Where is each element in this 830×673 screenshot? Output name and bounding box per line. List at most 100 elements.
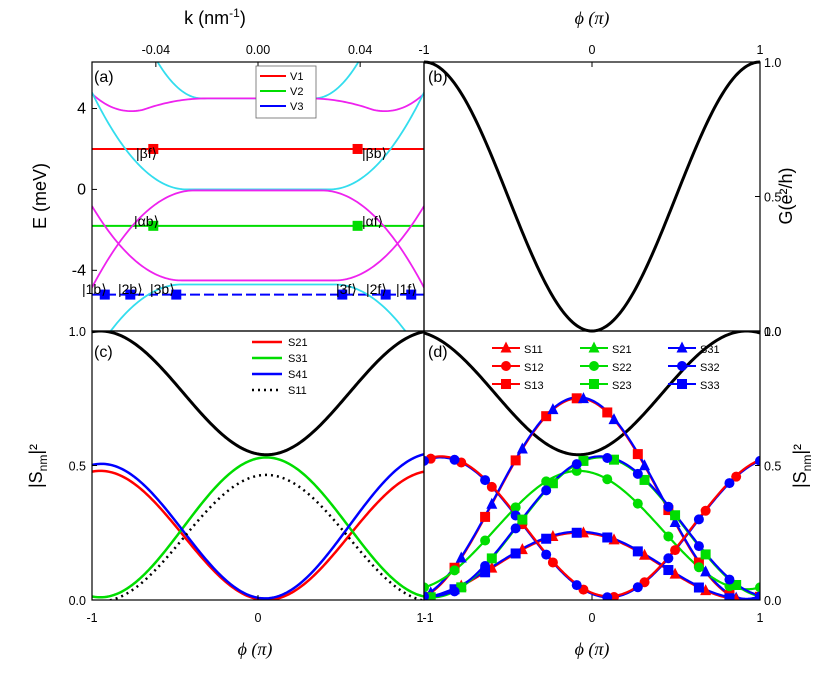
- x-tick-label: 0.04: [348, 43, 372, 57]
- top-left-xlabel: k (nm-1): [184, 6, 246, 28]
- data-marker: [700, 549, 711, 560]
- data-marker: [602, 532, 613, 543]
- data-marker: [731, 471, 742, 482]
- y-tick-label: -4: [72, 262, 86, 279]
- legend-label: S21: [288, 337, 308, 349]
- data-marker: [449, 565, 460, 576]
- y-tick-label: 0.5: [764, 460, 781, 474]
- b-ylabel: G(e²/h): [776, 167, 796, 224]
- panel-label: (a): [94, 69, 114, 86]
- data-marker: [486, 481, 497, 492]
- data-marker: [510, 523, 521, 534]
- data-marker: [486, 553, 497, 564]
- legend-marker: [589, 379, 599, 389]
- data-marker: [541, 411, 552, 422]
- data-marker: [541, 485, 552, 496]
- curve-S31: [92, 456, 424, 599]
- data-marker: [724, 478, 735, 489]
- data-marker: [669, 516, 681, 528]
- data-marker: [602, 407, 613, 418]
- legend-label: S33: [700, 380, 720, 392]
- data-marker: [663, 553, 674, 564]
- y-tick-label: 0.0: [69, 594, 86, 608]
- data-marker: [541, 533, 552, 544]
- state-label: |2b⟩: [118, 281, 143, 297]
- state-marker-8: [380, 289, 391, 300]
- data-marker: [571, 459, 582, 470]
- y-tick-label: 0.0: [764, 325, 781, 339]
- state-marker-5: [125, 289, 136, 300]
- band-curve-2: [92, 92, 424, 191]
- data-marker: [510, 455, 521, 466]
- data-marker: [724, 574, 735, 585]
- data-marker: [547, 403, 559, 415]
- data-marker: [755, 455, 760, 466]
- data-marker: [480, 535, 491, 546]
- total-curve: [424, 331, 760, 457]
- data-marker: [608, 454, 619, 465]
- data-marker: [480, 567, 491, 578]
- legend-label: S13: [524, 380, 544, 392]
- legend-label: S11: [288, 385, 307, 397]
- data-marker: [639, 459, 651, 471]
- curve-small: [424, 530, 760, 600]
- legend-label: S41: [288, 369, 308, 381]
- data-marker: [632, 546, 643, 557]
- c-ylabel: |Snm|²: [26, 444, 50, 488]
- panel-label: (d): [428, 344, 448, 361]
- y-tick-label: 0.5: [764, 191, 781, 205]
- panel-a: |βf⟩|βb⟩|αb⟩|αf⟩|1b⟩|2b⟩|3b⟩|3f⟩|2f⟩|1f⟩…: [72, 43, 425, 332]
- legend-marker: [676, 341, 688, 353]
- data-marker: [731, 579, 742, 590]
- x-tick-label: 1: [757, 611, 764, 625]
- y-tick-label: 1.0: [69, 325, 86, 339]
- legend-label: S21: [612, 344, 632, 356]
- data-marker: [449, 586, 460, 597]
- legend-marker: [501, 379, 511, 389]
- state-label: |αf⟩: [362, 213, 383, 229]
- data-marker: [693, 562, 704, 573]
- x-tick-label: 0: [589, 611, 596, 625]
- data-marker: [486, 497, 498, 509]
- legend-label: S12: [524, 362, 544, 374]
- data-marker: [571, 580, 582, 591]
- d-ylabel: |Snm|²: [790, 444, 814, 488]
- legend-label: S31: [288, 353, 308, 365]
- state-marker-7: [337, 289, 348, 300]
- x-tick-label: -1: [86, 611, 97, 625]
- legend-marker: [589, 361, 599, 371]
- state-marker-9: [406, 289, 417, 300]
- data-marker: [480, 511, 491, 522]
- data-marker: [517, 514, 528, 525]
- curve-S11: [92, 473, 424, 600]
- legend-label: V3: [290, 101, 303, 113]
- y-tick-label: 0.5: [69, 460, 86, 474]
- legend-label: S31: [700, 344, 720, 356]
- legend-marker: [501, 361, 511, 371]
- x-tick-label: -1: [422, 611, 433, 625]
- data-marker: [724, 593, 735, 600]
- panel-label: (b): [428, 69, 448, 86]
- state-label: |αb⟩: [134, 213, 159, 229]
- data-marker: [632, 468, 643, 479]
- panel-label: (c): [94, 344, 113, 361]
- data-marker: [571, 393, 582, 404]
- data-marker: [670, 510, 681, 521]
- curve-mid: [424, 469, 760, 591]
- legend-label: S22: [612, 362, 632, 374]
- bottom-left-xlabel: ϕ (π): [238, 639, 273, 660]
- data-marker: [510, 502, 521, 513]
- band-curve-4: [92, 205, 424, 282]
- x-tick-label: -0.04: [142, 43, 171, 57]
- legend-marker: [677, 361, 687, 371]
- data-marker: [578, 455, 589, 466]
- top-right-xlabel: ϕ (π): [575, 8, 610, 29]
- data-marker: [424, 591, 429, 600]
- data-marker: [510, 548, 521, 559]
- state-label: |βb⟩: [362, 145, 387, 161]
- band-curve-5: [109, 283, 407, 331]
- data-marker: [480, 561, 491, 572]
- state-label: |1f⟩: [396, 281, 417, 297]
